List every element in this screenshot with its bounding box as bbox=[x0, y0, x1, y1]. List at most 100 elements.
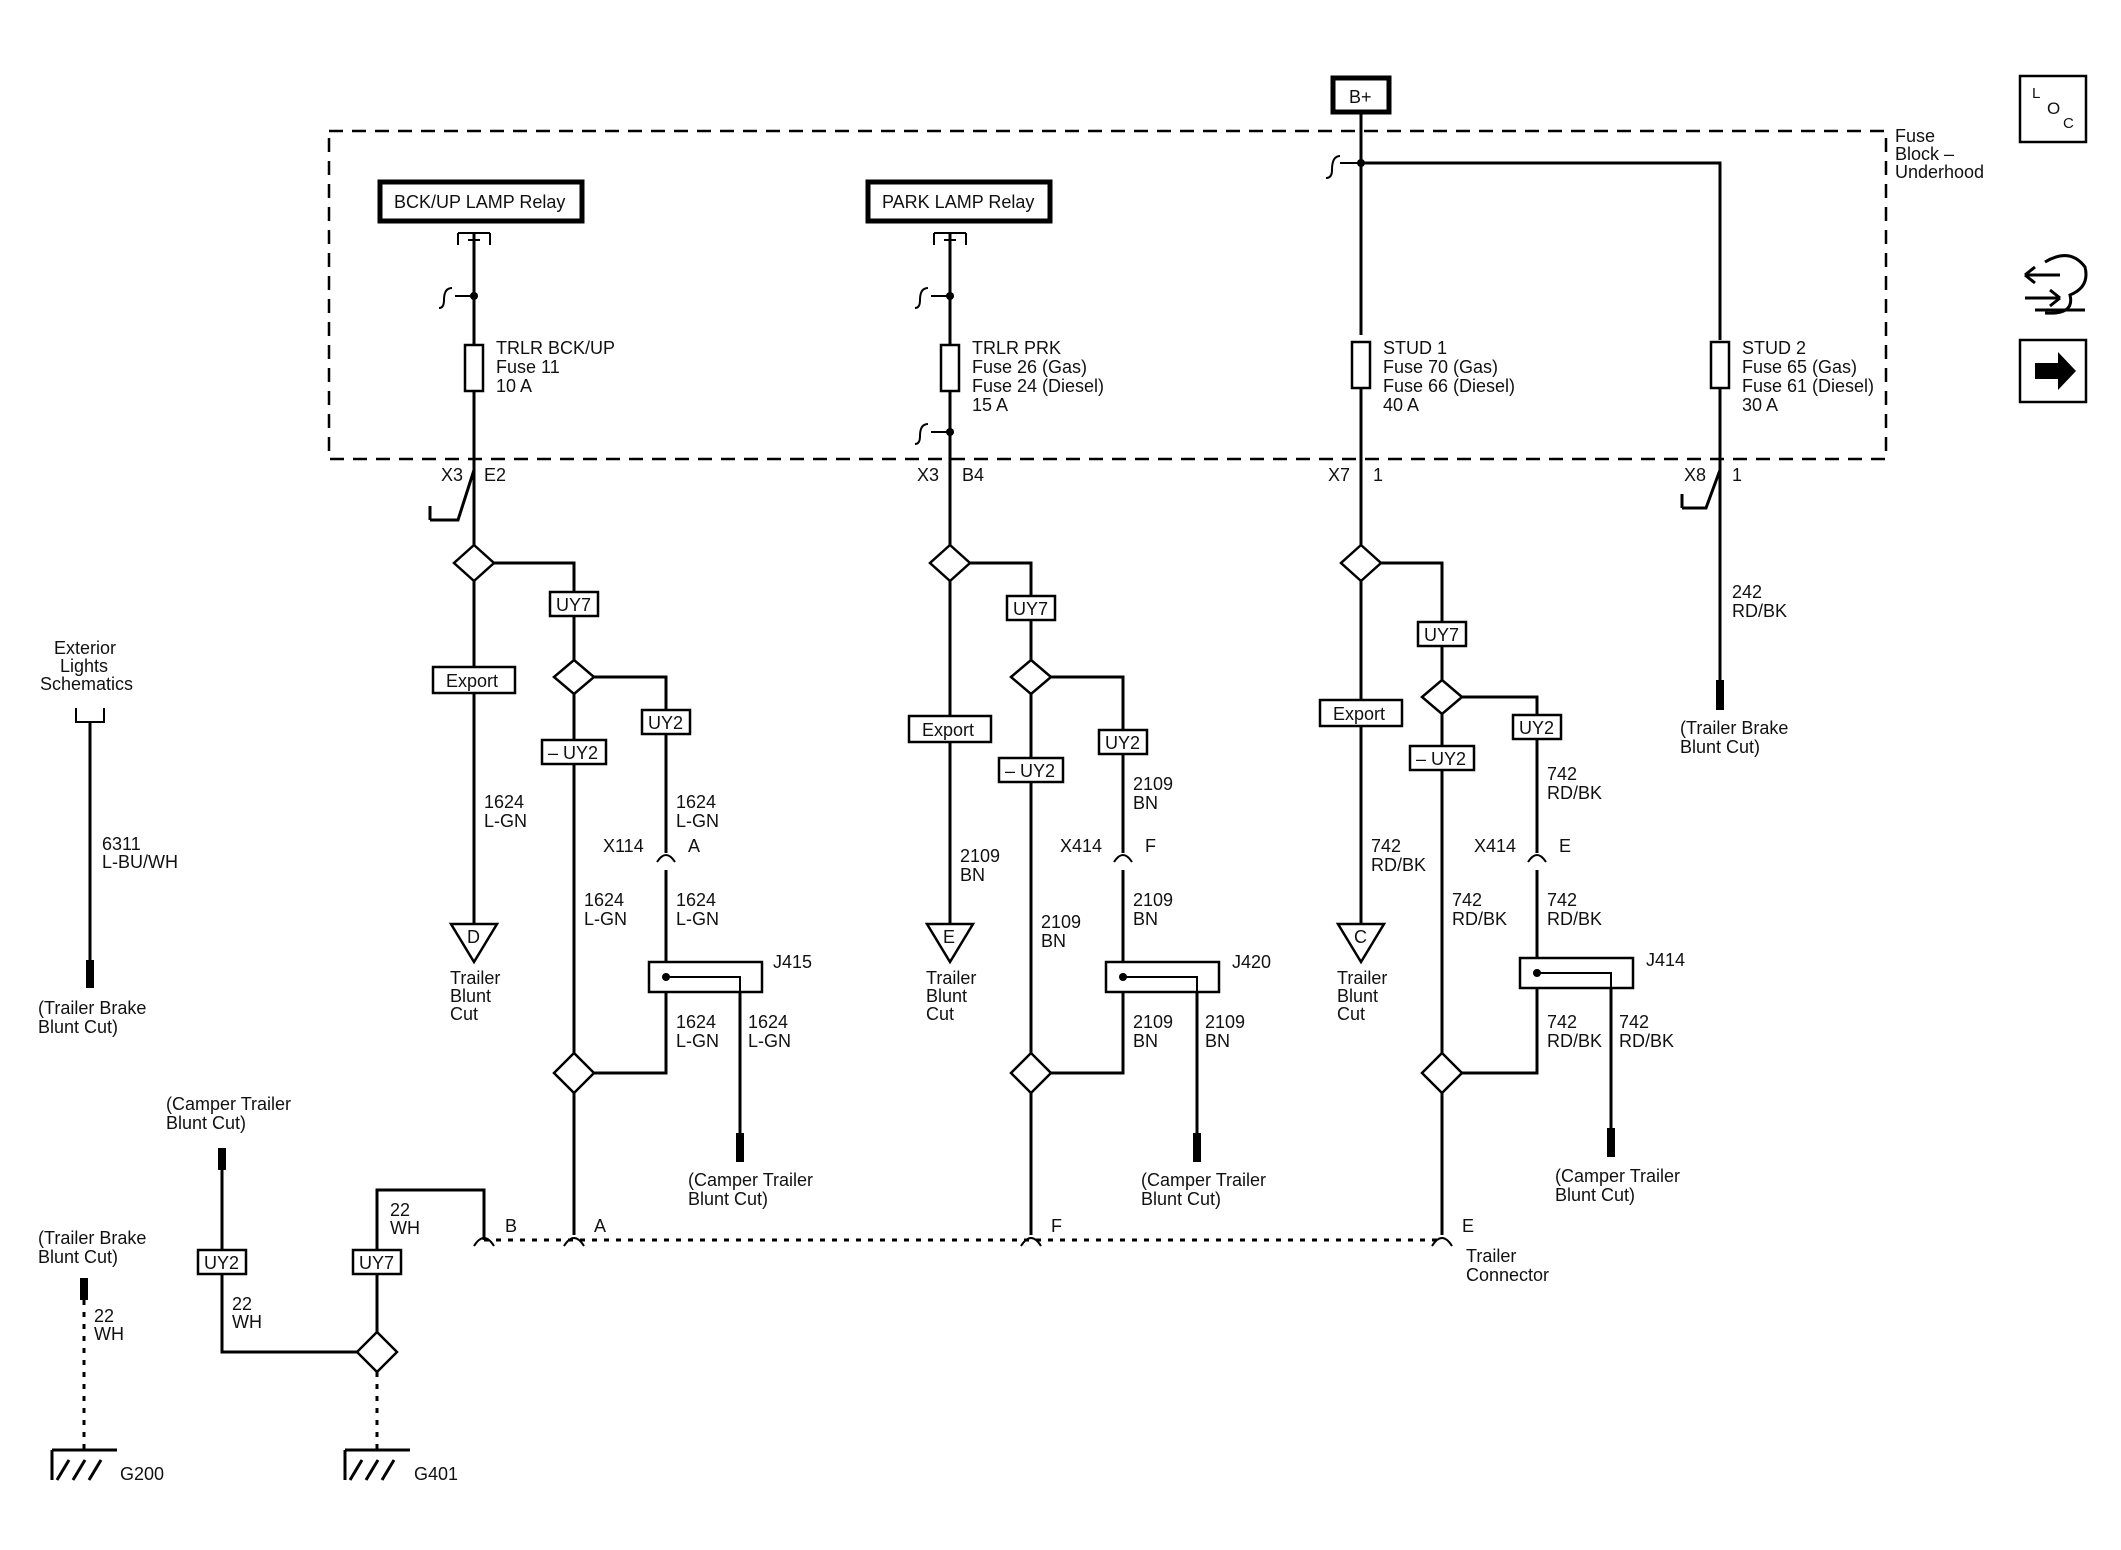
svg-text:BN: BN bbox=[960, 865, 985, 885]
svg-text:22: 22 bbox=[390, 1200, 410, 1220]
option-uy7: UY7 bbox=[1005, 594, 1057, 622]
svg-text:G401: G401 bbox=[414, 1464, 458, 1484]
svg-text:WH: WH bbox=[390, 1218, 420, 1238]
svg-text:Cut: Cut bbox=[926, 1004, 954, 1024]
svg-text:A: A bbox=[688, 836, 700, 856]
svg-text:X414: X414 bbox=[1060, 836, 1102, 856]
svg-text:L: L bbox=[2032, 85, 2040, 102]
svg-text:STUD 1: STUD 1 bbox=[1383, 338, 1447, 358]
svg-text:742: 742 bbox=[1547, 890, 1577, 910]
svg-text:– UY2: – UY2 bbox=[1416, 749, 1466, 769]
svg-text:2109: 2109 bbox=[1041, 912, 1081, 932]
splice-j415 bbox=[647, 960, 764, 994]
svg-text:Exterior: Exterior bbox=[54, 638, 116, 658]
svg-text:Trailer: Trailer bbox=[1337, 968, 1387, 988]
option-export: Export bbox=[1318, 698, 1404, 728]
svg-text:L-GN: L-GN bbox=[676, 811, 719, 831]
svg-text:– UY2: – UY2 bbox=[1005, 761, 1055, 781]
option-export: Export bbox=[907, 714, 993, 744]
svg-text:1624: 1624 bbox=[584, 890, 624, 910]
svg-text:X114: X114 bbox=[603, 836, 644, 856]
svg-text:1624: 1624 bbox=[676, 890, 716, 910]
svg-text:TRLR PRK: TRLR PRK bbox=[972, 338, 1061, 358]
svg-text:RD/BK: RD/BK bbox=[1371, 855, 1426, 875]
svg-text:BCK/UP LAMP Relay: BCK/UP LAMP Relay bbox=[394, 192, 565, 212]
svg-text:L-BU/WH: L-BU/WH bbox=[102, 852, 178, 872]
option-export: Export bbox=[431, 665, 517, 695]
option-uy2: UY2 bbox=[1511, 713, 1563, 741]
svg-text:L-GN: L-GN bbox=[484, 811, 527, 831]
fuse-trlr-bckup bbox=[463, 343, 485, 393]
svg-text:742: 742 bbox=[1371, 836, 1401, 856]
svg-text:X7: X7 bbox=[1328, 465, 1350, 485]
location-icon[interactable]: L O C bbox=[2018, 74, 2088, 144]
svg-text:(Trailer Brake: (Trailer Brake bbox=[38, 998, 146, 1018]
svg-text:Cut: Cut bbox=[1337, 1004, 1365, 1024]
svg-text:RD/BK: RD/BK bbox=[1619, 1031, 1674, 1051]
svg-text:STUD 2: STUD 2 bbox=[1742, 338, 1806, 358]
option-uy7: UY7 bbox=[351, 1248, 403, 1276]
svg-text:L-GN: L-GN bbox=[676, 909, 719, 929]
svg-text:B+: B+ bbox=[1349, 87, 1372, 107]
svg-text:O: O bbox=[2047, 99, 2060, 118]
fuse-block-label: Fuse Block – Underhood bbox=[1895, 126, 1984, 182]
svg-text:Export: Export bbox=[922, 720, 974, 740]
svg-text:Trailer: Trailer bbox=[450, 968, 500, 988]
svg-text:2109: 2109 bbox=[1133, 774, 1173, 794]
svg-text:WH: WH bbox=[232, 1312, 262, 1332]
option-uy2: UY2 bbox=[1097, 728, 1149, 756]
svg-text:Connector: Connector bbox=[1466, 1265, 1549, 1285]
svg-text:22: 22 bbox=[232, 1294, 252, 1314]
svg-text:UY7: UY7 bbox=[1013, 599, 1048, 619]
option-uy7: UY7 bbox=[548, 590, 600, 618]
svg-text:1624: 1624 bbox=[748, 1012, 788, 1032]
svg-text:RD/BK: RD/BK bbox=[1547, 909, 1602, 929]
svg-text:D: D bbox=[467, 927, 480, 947]
svg-text:F: F bbox=[1051, 1216, 1062, 1236]
svg-text:UY2: UY2 bbox=[1105, 733, 1140, 753]
svg-text:40 A: 40 A bbox=[1383, 395, 1419, 415]
svg-text:RD/BK: RD/BK bbox=[1732, 601, 1787, 621]
svg-text:Blunt Cut): Blunt Cut) bbox=[1141, 1189, 1221, 1209]
svg-text:UY2: UY2 bbox=[1519, 718, 1554, 738]
svg-text:Fuse 66 (Diesel): Fuse 66 (Diesel) bbox=[1383, 376, 1515, 396]
svg-text:X414: X414 bbox=[1474, 836, 1516, 856]
svg-text:(Trailer Brake: (Trailer Brake bbox=[1680, 718, 1788, 738]
splice-diamond bbox=[452, 543, 496, 583]
option-not-uy2: – UY2 bbox=[540, 738, 608, 766]
svg-text:Blunt Cut): Blunt Cut) bbox=[1555, 1185, 1635, 1205]
option-uy2: UY2 bbox=[196, 1248, 248, 1276]
svg-text:Blunt: Blunt bbox=[926, 986, 967, 1006]
svg-text:C: C bbox=[2063, 115, 2074, 132]
svg-text:(Camper Trailer: (Camper Trailer bbox=[688, 1170, 813, 1190]
svg-text:Lights: Lights bbox=[60, 656, 108, 676]
svg-text:1624: 1624 bbox=[676, 792, 716, 812]
fuse-stud1 bbox=[1350, 340, 1372, 390]
svg-text:Blunt Cut): Blunt Cut) bbox=[688, 1189, 768, 1209]
svg-text:Fuse 70 (Gas): Fuse 70 (Gas) bbox=[1383, 357, 1498, 377]
harness-connector-icon[interactable] bbox=[2024, 254, 2088, 315]
svg-text:10 A: 10 A bbox=[496, 376, 532, 396]
svg-text:E: E bbox=[1559, 836, 1571, 856]
next-page-arrow-icon[interactable] bbox=[2018, 338, 2088, 404]
svg-text:B4: B4 bbox=[962, 465, 984, 485]
fuse-trlr-prk-label: TRLR PRK Fuse 26 (Gas) Fuse 24 (Diesel) … bbox=[972, 338, 1104, 415]
svg-text:UY7: UY7 bbox=[556, 595, 591, 615]
fuse-stud1-label: STUD 1 Fuse 70 (Gas) Fuse 66 (Diesel) 40… bbox=[1383, 338, 1515, 415]
svg-text:Blunt Cut): Blunt Cut) bbox=[38, 1247, 118, 1267]
svg-text:242: 242 bbox=[1732, 582, 1762, 602]
svg-text:A: A bbox=[594, 1216, 606, 1236]
svg-text:X3: X3 bbox=[917, 465, 939, 485]
svg-text:1: 1 bbox=[1732, 465, 1742, 485]
svg-text:Fuse 65 (Gas): Fuse 65 (Gas) bbox=[1742, 357, 1857, 377]
svg-text:Fuse 24 (Diesel): Fuse 24 (Diesel) bbox=[972, 376, 1104, 396]
ground-g401: G401 bbox=[343, 1448, 458, 1484]
svg-text:1624: 1624 bbox=[676, 1012, 716, 1032]
park-relay: PARK LAMP Relay bbox=[865, 179, 1053, 224]
svg-text:Blunt: Blunt bbox=[450, 986, 491, 1006]
fuse-stud2-label: STUD 2 Fuse 65 (Gas) Fuse 61 (Diesel) 30… bbox=[1742, 338, 1874, 415]
svg-text:(Camper Trailer: (Camper Trailer bbox=[1141, 1170, 1266, 1190]
svg-text:E: E bbox=[943, 927, 955, 947]
svg-text:30 A: 30 A bbox=[1742, 395, 1778, 415]
